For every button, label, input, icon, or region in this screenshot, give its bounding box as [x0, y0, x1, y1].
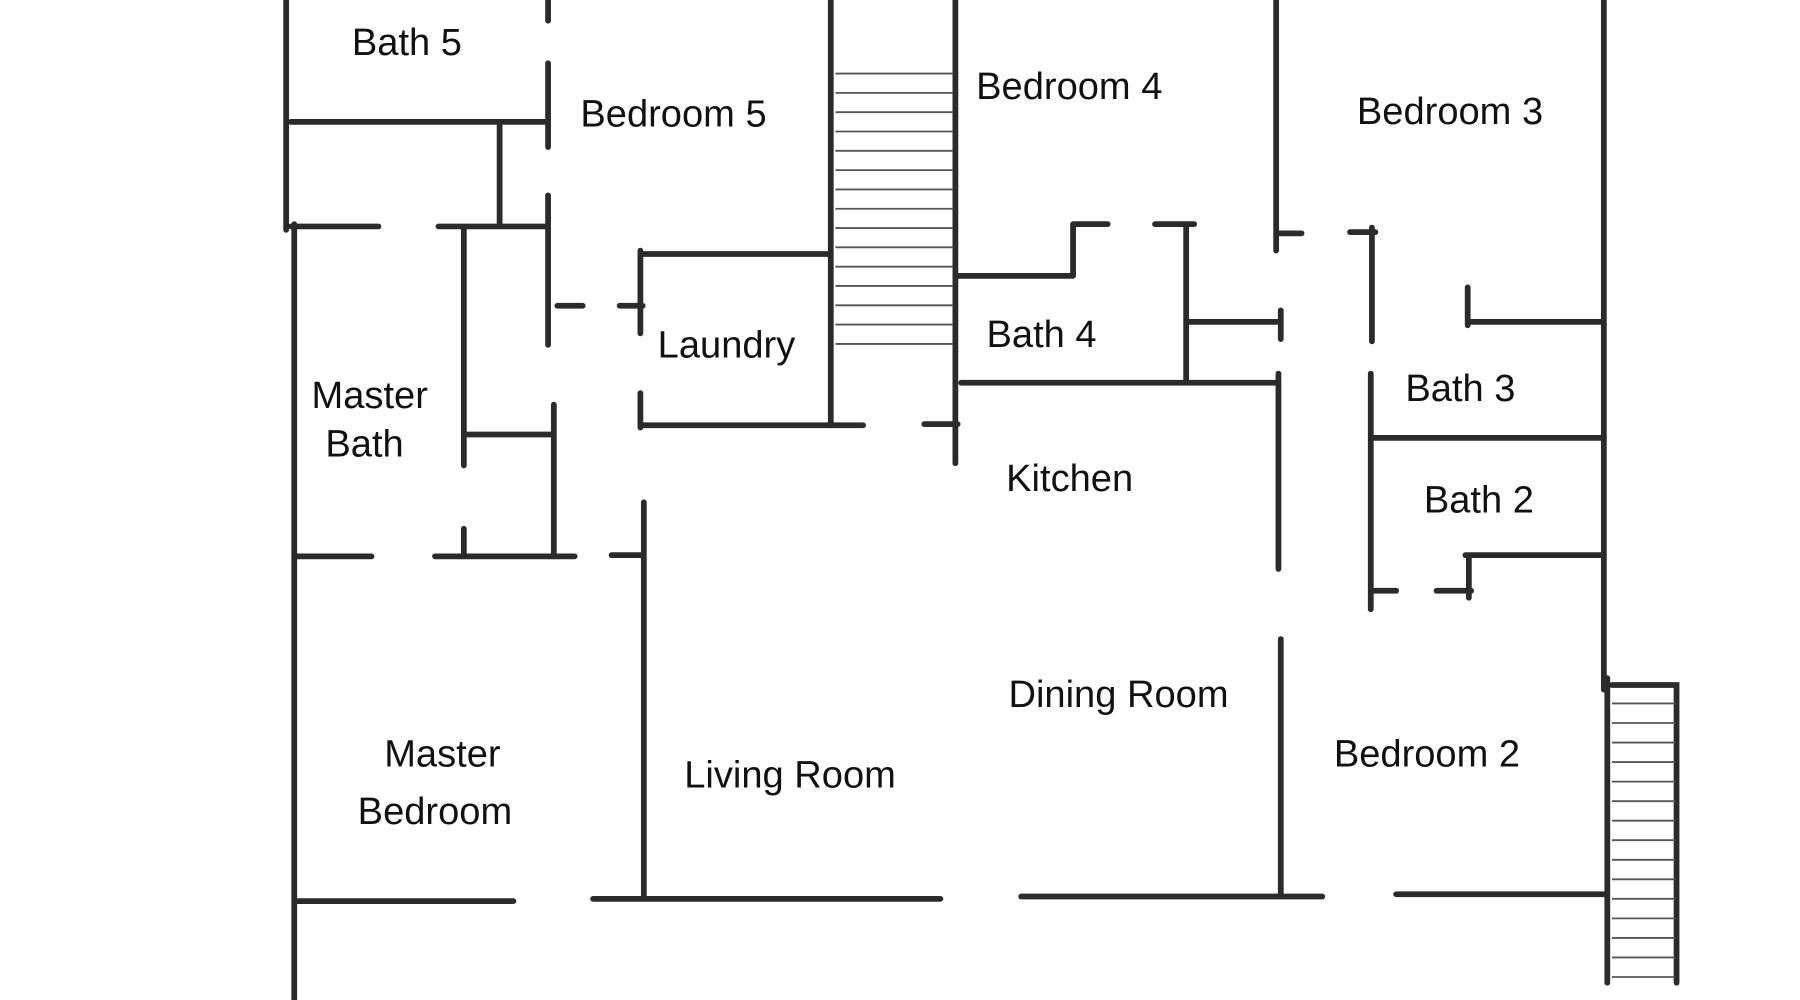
room-label-laundry: Laundry: [658, 325, 796, 367]
room-label-bath4: Bath 4: [987, 314, 1097, 356]
room-label-bedroom4: Bedroom 4: [976, 66, 1162, 108]
interior-staircase: [835, 72, 954, 345]
room-label-master-bath: Master: [312, 375, 429, 417]
room-label-bath3: Bath 3: [1405, 368, 1515, 410]
room-label-living-room: Living Room: [684, 754, 896, 796]
walls: [283, 0, 1680, 1000]
room-label-master-bath-2: Bath: [325, 423, 403, 465]
room-label-kitchen: Kitchen: [1006, 458, 1133, 500]
room-label-bedroom3: Bedroom 3: [1357, 91, 1543, 133]
room-label-bath2: Bath 2: [1424, 480, 1534, 522]
room-label-bedroom2: Bedroom 2: [1334, 734, 1520, 776]
exterior-staircase: [1611, 702, 1676, 978]
room-label-bath5: Bath 5: [352, 22, 462, 64]
room-label-dining-room: Dining Room: [1008, 674, 1228, 716]
room-label-master-bedroom: Master: [384, 734, 501, 776]
room-label-bedroom5: Bedroom 5: [580, 94, 766, 136]
room-label-master-bedroom-2: Bedroom: [358, 791, 512, 833]
